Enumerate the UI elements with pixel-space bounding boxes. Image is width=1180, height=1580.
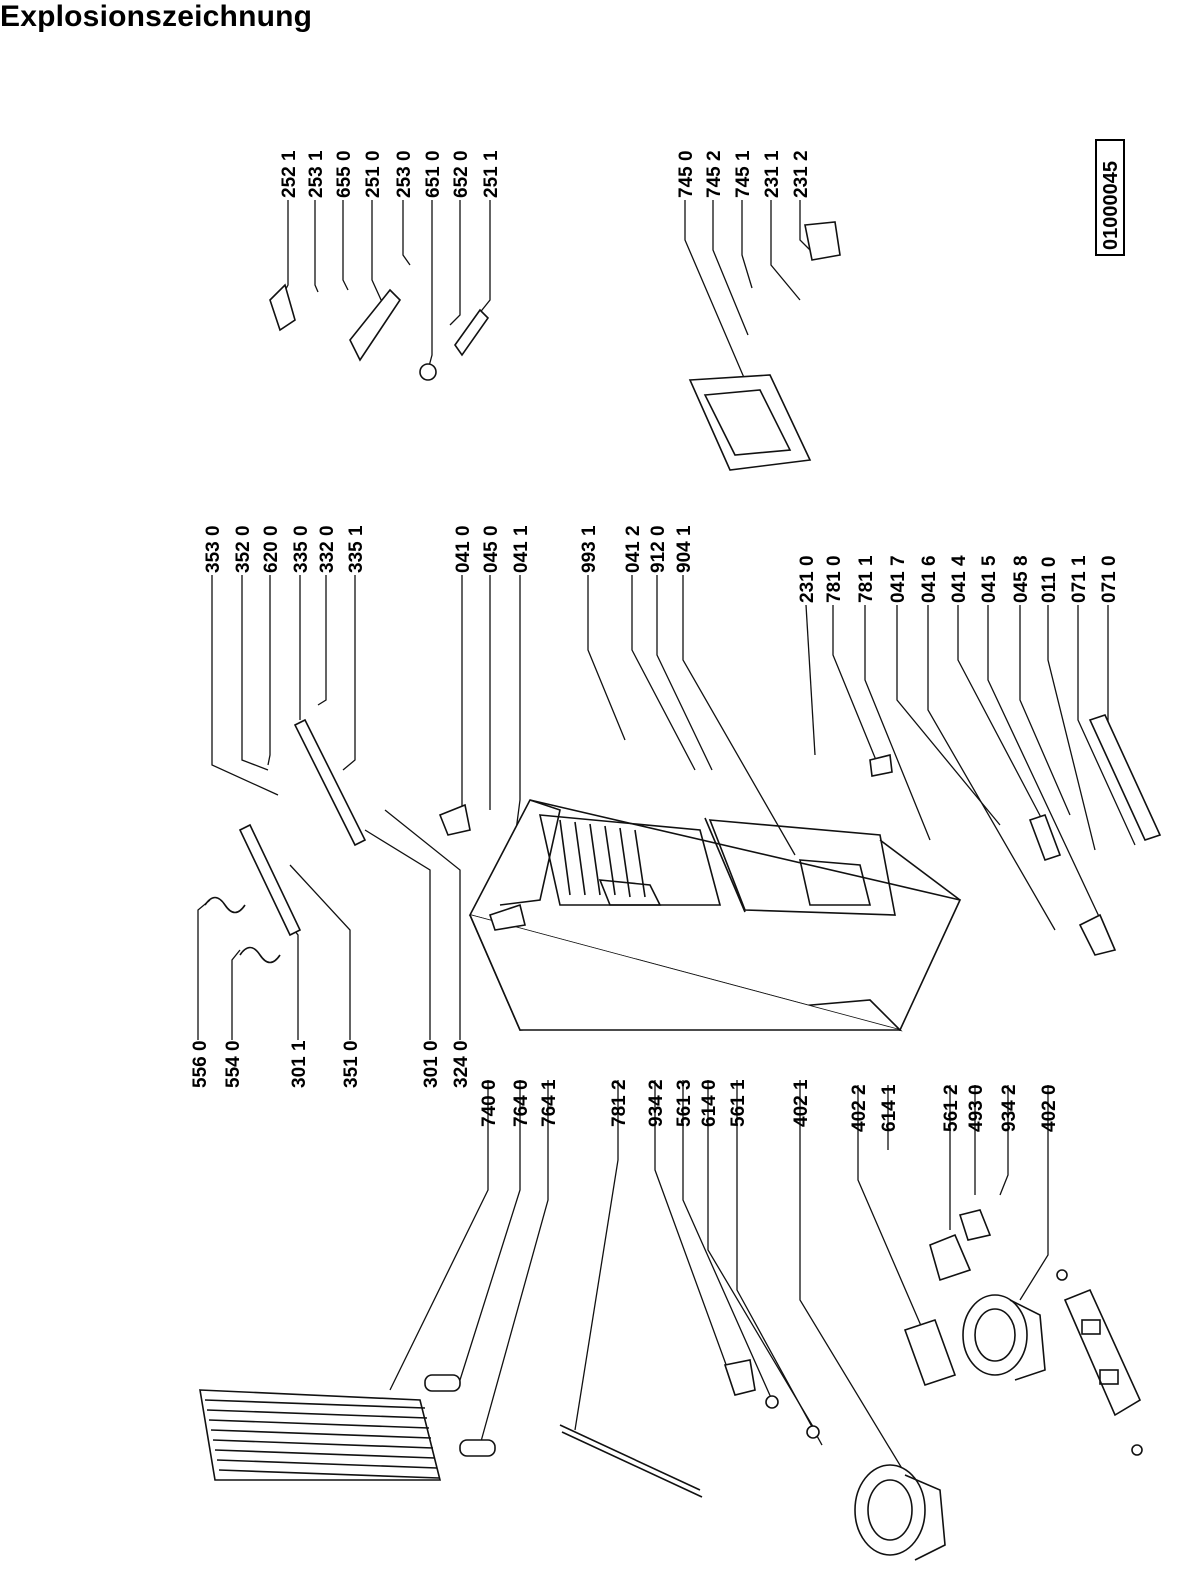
part-label: 231 2 bbox=[791, 150, 812, 198]
part-label: 353 0 bbox=[203, 525, 224, 573]
part-label: 251 1 bbox=[481, 150, 502, 198]
part-label: 041 2 bbox=[623, 525, 644, 573]
control-panel bbox=[688, 221, 841, 471]
part-label: 554 0 bbox=[223, 1040, 244, 1088]
page-title: Explosionszeichnung bbox=[0, 0, 313, 33]
part-label: 332 0 bbox=[317, 525, 338, 573]
part-label: 912 0 bbox=[648, 525, 669, 573]
tube-part bbox=[559, 1424, 703, 1498]
part-label: 351 0 bbox=[341, 1040, 362, 1088]
part-label: 402 2 bbox=[849, 1084, 870, 1132]
part-label: 651 0 bbox=[423, 150, 444, 198]
part-label: 045 0 bbox=[481, 525, 502, 573]
compressor-left bbox=[854, 1464, 946, 1561]
part-label: 045 8 bbox=[1011, 555, 1032, 603]
part-label: 934 2 bbox=[999, 1084, 1020, 1132]
small-parts bbox=[723, 1209, 1143, 1456]
control-bar-parts bbox=[238, 718, 367, 937]
part-label: 561 3 bbox=[674, 1079, 695, 1127]
part-label: 556 0 bbox=[190, 1040, 211, 1088]
part-label: 071 1 bbox=[1069, 555, 1090, 603]
part-label: 041 1 bbox=[511, 525, 532, 573]
part-label: 764 1 bbox=[539, 1079, 560, 1127]
part-label: 252 1 bbox=[279, 150, 300, 198]
door-hinge-parts bbox=[438, 714, 1162, 956]
part-label: 652 0 bbox=[451, 150, 472, 198]
compressor-right bbox=[962, 1294, 1046, 1381]
part-label: 904 1 bbox=[674, 525, 695, 573]
part-labels-left-top: 556 0 554 0 301 1 351 0 301 0 324 0 740 … bbox=[190, 1040, 560, 1127]
part-label: 745 1 bbox=[733, 150, 754, 198]
compressor-plate bbox=[1063, 1288, 1142, 1417]
part-label: 352 0 bbox=[233, 525, 254, 573]
part-label: 614 1 bbox=[879, 1084, 900, 1132]
part-label: 253 0 bbox=[394, 150, 415, 198]
part-label: 324 0 bbox=[451, 1040, 472, 1088]
part-label: 781 0 bbox=[824, 555, 845, 603]
part-label: 614 0 bbox=[699, 1079, 720, 1127]
refrigerator-cabinet bbox=[468, 799, 962, 1032]
condenser-coil bbox=[199, 1389, 442, 1481]
top-right-parts bbox=[269, 283, 490, 381]
part-label: 041 0 bbox=[453, 525, 474, 573]
part-label: 934 2 bbox=[646, 1079, 667, 1127]
part-label: 740 0 bbox=[479, 1079, 500, 1127]
part-label: 301 1 bbox=[289, 1040, 310, 1088]
part-label: 402 0 bbox=[1039, 1084, 1060, 1132]
part-label: 011 0 bbox=[1039, 557, 1060, 604]
part-label: 402 1 bbox=[791, 1079, 812, 1127]
document-id-text: 01000045 bbox=[1100, 161, 1122, 250]
part-label: 745 0 bbox=[676, 150, 697, 198]
part-label: 764 0 bbox=[511, 1079, 532, 1127]
filter-parts bbox=[424, 1374, 496, 1457]
spring-parts bbox=[204, 896, 281, 964]
part-label: 781 2 bbox=[609, 1079, 630, 1127]
part-label: 041 6 bbox=[919, 555, 940, 603]
part-label: 041 5 bbox=[979, 555, 1000, 603]
document-id: 01000045 bbox=[1095, 139, 1125, 256]
part-label: 493 0 bbox=[966, 1084, 987, 1132]
part-label: 745 2 bbox=[704, 150, 725, 198]
part-labels-right-middle: 745 0 745 2 745 1 231 1 231 2 bbox=[676, 150, 812, 198]
part-label: 041 4 bbox=[949, 555, 970, 603]
part-labels-middle-top: 353 0 352 0 620 0 335 0 332 0 335 1 bbox=[203, 525, 367, 573]
part-label: 301 0 bbox=[421, 1040, 442, 1088]
part-labels-middle-cabinet: 041 0 045 0 041 1 993 1 041 2 912 0 904 … bbox=[453, 525, 695, 573]
part-label: 561 1 bbox=[728, 1079, 749, 1127]
part-label: 781 1 bbox=[856, 555, 877, 603]
part-label: 251 0 bbox=[363, 150, 384, 198]
part-labels-top-right: 252 1 253 1 655 0 251 0 253 0 651 0 652 … bbox=[279, 150, 502, 198]
part-label: 561 2 bbox=[941, 1084, 962, 1132]
part-label: 335 0 bbox=[291, 525, 312, 573]
part-label: 071 0 bbox=[1099, 555, 1120, 603]
part-label: 253 1 bbox=[306, 150, 327, 198]
part-label: 041 7 bbox=[888, 555, 909, 603]
part-labels-left-bottom: 781 2 934 2 561 3 614 0 561 1 402 1 402 … bbox=[609, 1079, 1060, 1132]
part-label: 655 0 bbox=[334, 150, 355, 198]
part-labels-middle-bottom: 231 0 781 0 781 1 041 7 041 6 041 4 041 … bbox=[797, 555, 1120, 603]
part-label: 335 1 bbox=[346, 525, 367, 573]
part-label: 231 1 bbox=[762, 150, 783, 198]
part-label: 231 0 bbox=[797, 555, 818, 603]
part-label: 620 0 bbox=[261, 525, 282, 573]
part-label: 993 1 bbox=[579, 525, 600, 573]
